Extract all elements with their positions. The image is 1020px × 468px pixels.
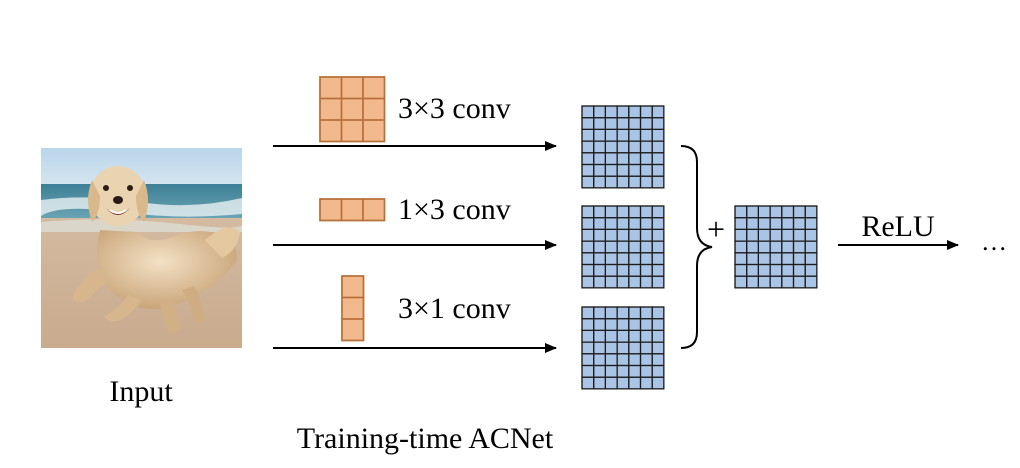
kernel-3x1 [341,275,365,342]
sum-brace [680,145,713,349]
figure-caption: Training-time ACNet [297,422,554,455]
input-image [41,148,243,348]
feature-map-sum [734,205,818,289]
branch-label-3x3: 3×3 conv [398,92,511,125]
plus-symbol: + [707,211,725,247]
feature-map-3-cell [804,275,818,289]
branch-label-3x1: 3×1 conv [398,292,511,325]
branch-arrows [273,141,557,353]
input-label: Input [109,375,173,408]
kernel-0-cell [362,119,386,143]
feature-map-1x3 [581,205,665,289]
kernel-1-frame [319,198,386,222]
kernel-1x3 [319,198,386,222]
feature-map-3x3 [581,105,665,189]
kernel-2-cell [341,318,365,342]
kernel-1-cell [362,198,386,222]
kernel-2-frame [341,275,365,342]
feature-map-2-frame [581,306,665,390]
relu-label: ReLU [861,210,935,243]
feature-map-1-frame [581,205,665,289]
feature-map-0-cell [651,175,665,189]
branch-label-1x3: 1×3 conv [398,193,511,226]
feature-map-3x1 [581,306,665,390]
kernel-3x3 [319,76,386,143]
feature-map-1-cell [651,275,665,289]
continuation-ellipsis: … [981,227,1007,256]
feature-map-2-cell [651,376,665,390]
kernel-0-frame [319,76,386,143]
